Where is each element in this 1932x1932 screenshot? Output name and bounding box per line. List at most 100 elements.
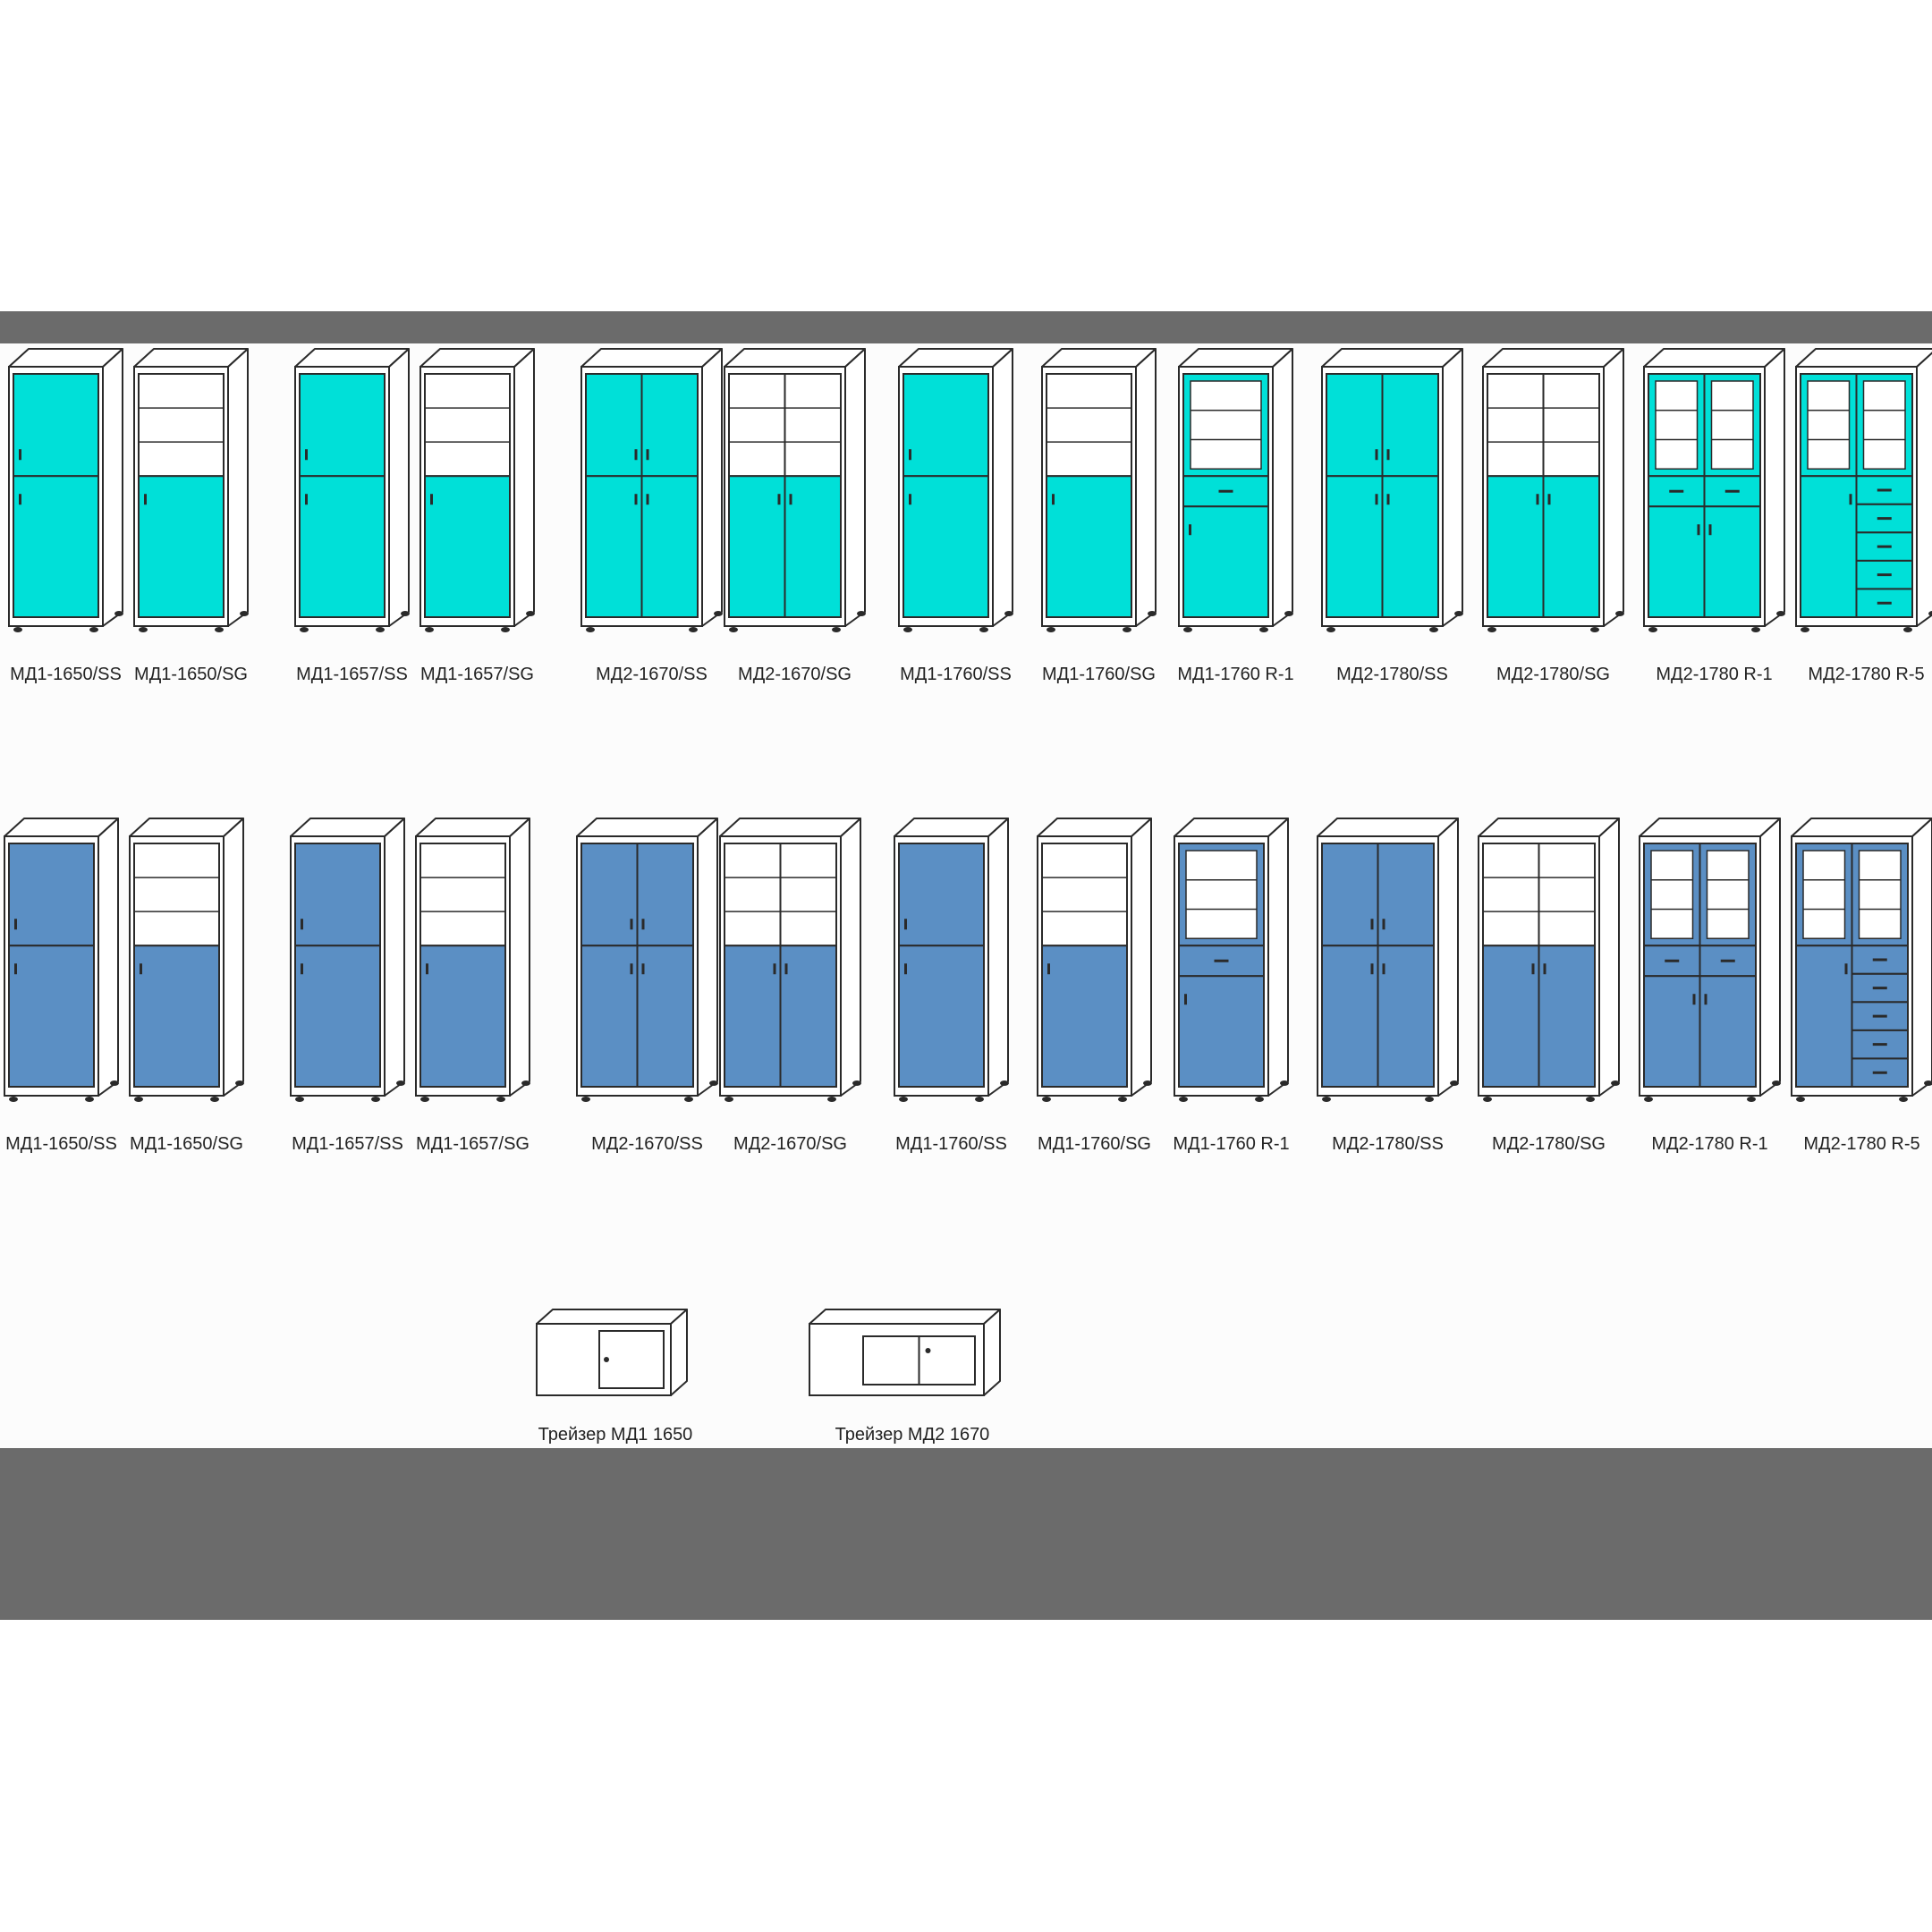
cabinet-foot — [526, 611, 535, 616]
cabinet-foot — [1000, 1080, 1009, 1086]
glass-pane — [1862, 380, 1906, 470]
glass-pane — [1655, 380, 1699, 470]
cabinet-foot — [235, 1080, 244, 1086]
cabinet-foot — [1123, 627, 1131, 632]
cabinet-foot — [1429, 627, 1438, 632]
cabinet-foot — [1776, 611, 1785, 616]
cabinet-foot — [295, 1097, 304, 1102]
cabinet-foot — [1899, 1097, 1908, 1102]
glass-pane — [1185, 850, 1258, 939]
cabinet-top — [898, 348, 1013, 368]
drawer-front — [1851, 972, 1909, 1004]
lower-solid-door — [1487, 475, 1545, 618]
door-handle — [646, 449, 649, 461]
cabinet-label: МД2-1780 R-5 — [1803, 1134, 1919, 1154]
glass-pane — [1190, 380, 1262, 470]
cabinet-foot — [684, 1097, 693, 1102]
door-handle — [1052, 494, 1055, 505]
cabinet-label: МД1-1650/SG — [134, 665, 248, 684]
door-handle — [1543, 963, 1546, 975]
drawer-front — [1703, 475, 1761, 508]
door-handle — [1375, 449, 1378, 461]
lower-solid-door — [728, 475, 786, 618]
cabinet-foot — [1042, 1097, 1051, 1102]
cabinet-foot — [401, 611, 410, 616]
cabinet-label: МД1-1657/SS — [296, 665, 408, 684]
cabinet-label: МД1-1760 R-1 — [1177, 665, 1293, 684]
cabinet-top — [294, 348, 410, 368]
cabinet-foot — [1924, 1080, 1932, 1086]
cabinet-top — [894, 818, 1009, 837]
cabinet-top — [1321, 348, 1463, 368]
door-handle — [1375, 494, 1378, 505]
cabinet-item: МД2-1780 R-5 — [1791, 818, 1932, 1154]
lower-solid-door — [1041, 945, 1128, 1088]
door-handle — [1386, 494, 1390, 505]
door-handle — [904, 963, 907, 975]
cabinet-side — [1603, 348, 1624, 627]
door-handle — [430, 494, 433, 505]
upper-solid-door — [898, 843, 985, 947]
lower-solid-door — [1703, 505, 1761, 618]
lower-solid-door — [419, 945, 506, 1088]
cabinet-label: МД2-1780/SG — [1496, 665, 1610, 684]
upper-solid-door — [1321, 843, 1379, 947]
lower-solid-door — [1046, 475, 1132, 618]
tray-lock — [604, 1357, 609, 1362]
cabinet-foot — [586, 627, 595, 632]
cabinet-foot — [1280, 1080, 1289, 1086]
lower-solid-door — [1178, 975, 1265, 1088]
cabinet-side — [1272, 348, 1293, 627]
cabinet-foot — [1183, 627, 1192, 632]
tray-side — [670, 1309, 688, 1396]
cabinet-side — [1131, 818, 1152, 1097]
lower-solid-door — [1482, 945, 1540, 1088]
cabinet-label: МД1-1657/SG — [420, 665, 534, 684]
cabinet-item: МД1-1760/SS — [894, 818, 1009, 1154]
cabinet-item: МД1-1657/SG — [415, 818, 530, 1154]
cabinet-label: МД1-1657/SS — [292, 1134, 403, 1154]
drawer-front — [1851, 1057, 1909, 1088]
bottom-gray-band — [0, 1448, 1932, 1620]
cabinet-side — [992, 348, 1013, 627]
upper-solid-door — [1381, 373, 1439, 478]
cabinet-foot — [1644, 1097, 1653, 1102]
door-handle — [773, 963, 776, 975]
door-handle — [426, 963, 428, 975]
lower-solid-door — [294, 945, 381, 1088]
cabinet-top — [1639, 818, 1781, 837]
tray-lock — [925, 1348, 931, 1353]
cabinet-label: МД2-1670/SS — [591, 1134, 703, 1154]
lower-solid-door — [1182, 505, 1269, 618]
cabinet-item: МД1-1650/SG — [129, 818, 244, 1154]
cabinet-top — [724, 348, 866, 368]
door-handle — [301, 919, 303, 930]
lower-solid-door — [8, 945, 95, 1088]
door-handle — [14, 919, 17, 930]
cabinet-foot — [1903, 627, 1912, 632]
lower-solid-door — [902, 475, 989, 618]
door-handle — [1536, 494, 1539, 505]
upper-solid-door — [1326, 373, 1384, 478]
cabinet-foot — [1259, 627, 1268, 632]
cabinet-label: МД1-1760/SG — [1038, 1134, 1151, 1154]
open-glass-section — [1046, 373, 1132, 478]
glass-pane — [1802, 850, 1846, 939]
cabinet-foot — [210, 1097, 219, 1102]
tray-item: Трейзер МД2 1670 — [809, 1309, 1001, 1445]
cabinet-side — [1916, 352, 1932, 627]
cabinet-foot — [496, 1097, 505, 1102]
cabinet-foot — [134, 1097, 143, 1102]
cabinet-foot — [979, 627, 988, 632]
cabinet-top — [1478, 818, 1620, 837]
cabinet-top — [1643, 348, 1785, 368]
door-handle — [305, 449, 308, 461]
cabinet-side — [227, 348, 249, 627]
cabinet-item: МД2-1670/SS — [580, 348, 723, 684]
cabinet-foot — [1046, 627, 1055, 632]
door-handle — [1547, 494, 1551, 505]
cabinet-side — [697, 818, 718, 1097]
cabinet-top — [580, 348, 723, 368]
cabinet-foot — [1611, 1080, 1620, 1086]
